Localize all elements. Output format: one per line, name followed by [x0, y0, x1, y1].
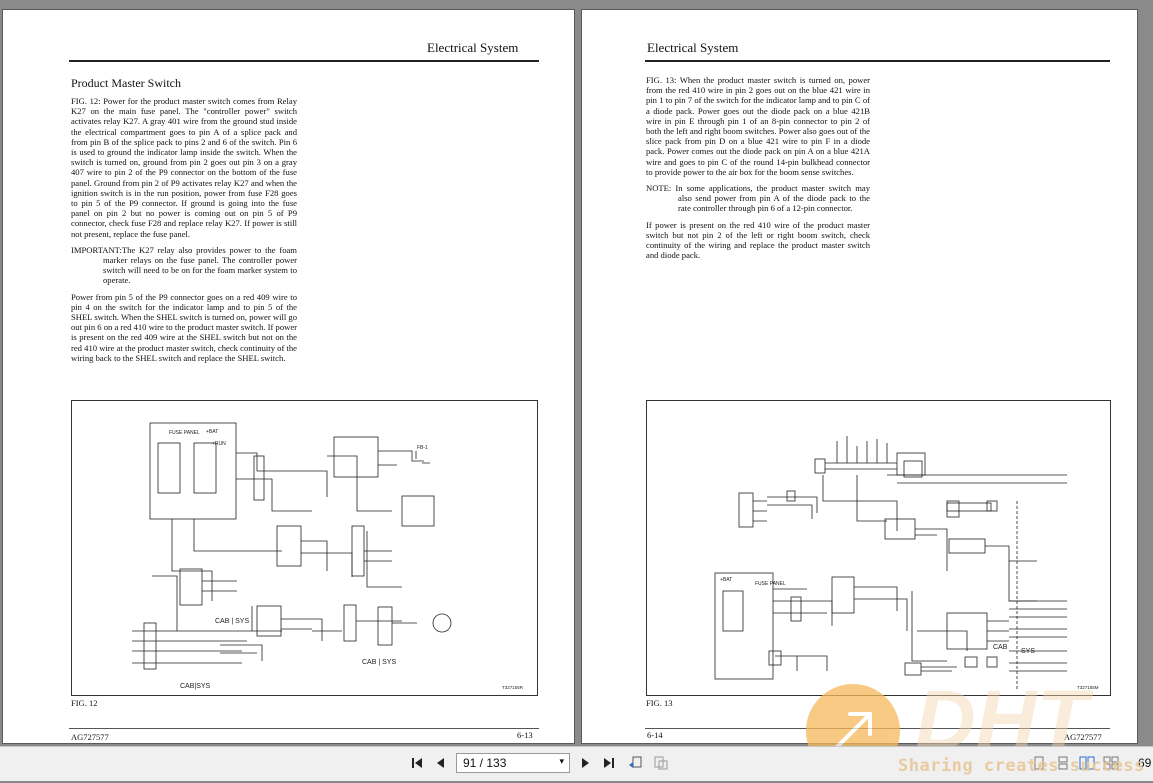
- figure-code: T327155R: [502, 685, 524, 690]
- cab-sys-label: CAB|SYS: [180, 683, 211, 690]
- page-number-value: 91 / 133: [463, 756, 507, 770]
- paragraph: FIG. 13: When the product master switch …: [646, 75, 870, 177]
- go-back-view-button[interactable]: [626, 754, 644, 772]
- fuse-panel-label: FUSE PANEL: [755, 581, 786, 587]
- continuous-view-button[interactable]: [1054, 754, 1072, 772]
- next-page-icon: [582, 758, 589, 768]
- figure-label: FIG. 12: [71, 698, 98, 708]
- run-label: +RUN: [212, 441, 226, 447]
- go-forward-view-button[interactable]: [652, 754, 670, 772]
- continuous-page-icon: [1058, 756, 1068, 770]
- paragraph: FIG. 12: Power for the product master sw…: [71, 96, 297, 239]
- chevron-down-icon: ▾: [559, 756, 564, 766]
- fb1-label: FB-1: [417, 445, 428, 451]
- previous-page-button[interactable]: [432, 754, 450, 772]
- body-text: FIG. 12: Power for the product master sw…: [71, 96, 297, 369]
- important-note: IMPORTANT:The K27 relay also provides po…: [71, 244, 297, 286]
- footer-rule: [69, 728, 539, 729]
- continuous-facing-view-button[interactable]: [1102, 754, 1120, 772]
- first-page-icon: [412, 758, 422, 768]
- section-title: Product Master Switch: [71, 76, 181, 90]
- cab-sys-label: CAB | SYS: [215, 618, 249, 625]
- facing-view-button[interactable]: [1078, 754, 1096, 772]
- last-page-icon: [604, 758, 614, 768]
- previous-page-icon: [437, 758, 444, 768]
- cab-label: CAB: [993, 644, 1008, 651]
- schematic-drawing: FUSE PANEL +BAT +RUN FB-1 CAB | SYS CAB …: [132, 422, 524, 690]
- page-header: Electrical System: [647, 40, 739, 55]
- watermark-text: Sharing creates success: [898, 756, 1145, 776]
- zoom-value[interactable]: 69: [1138, 756, 1152, 770]
- forward-view-icon: [654, 756, 668, 770]
- cab-sys-label: CAB | SYS: [362, 659, 396, 666]
- document-page-left: Electrical System Product Master Switch …: [2, 9, 575, 744]
- figure-label: FIG. 13: [646, 698, 673, 708]
- paragraph: If power is present on the red 410 wire …: [646, 219, 870, 261]
- next-page-button[interactable]: [576, 754, 594, 772]
- single-page-icon: [1034, 756, 1044, 770]
- header-rule: [645, 60, 1110, 62]
- footer-doc-number: AG727577: [1064, 732, 1102, 742]
- footer-doc-number: AG727577: [71, 732, 109, 742]
- first-page-button[interactable]: [408, 754, 426, 772]
- last-page-button[interactable]: [600, 754, 618, 772]
- body-text: FIG. 13: When the product master switch …: [646, 75, 870, 266]
- bat-label: +BAT: [720, 577, 732, 583]
- wiring-diagram-fig13: +BAT FUSE PANEL CAB SYS T327155M: [646, 400, 1111, 696]
- paragraph: Power from pin 5 of the P9 connector goe…: [71, 291, 298, 363]
- wiring-diagram-fig12: FUSE PANEL +BAT +RUN FB-1 CAB | SYS CAB …: [71, 400, 538, 696]
- header-rule: [69, 60, 539, 62]
- page-header: Electrical System: [427, 40, 519, 55]
- arrow-icon: [834, 712, 872, 750]
- fuse-panel-label: FUSE PANEL: [169, 430, 200, 436]
- page-number-select[interactable]: 91 / 133 ▾: [456, 753, 570, 773]
- figure-code: T327155M: [1077, 685, 1099, 690]
- sys-label: SYS: [1021, 648, 1035, 655]
- footer-page-number: 6-13: [517, 730, 533, 740]
- back-view-icon: [629, 756, 642, 768]
- bat-label: +BAT: [206, 429, 218, 435]
- single-page-view-button[interactable]: [1030, 754, 1048, 772]
- schematic-drawing: +BAT FUSE PANEL CAB SYS T327155M: [714, 436, 1099, 691]
- footer-page-number: 6-14: [647, 730, 663, 740]
- note-text: NOTE: In some applications, the product …: [646, 183, 870, 214]
- viewer-toolbar: 91 / 133 ▾ 69: [0, 746, 1153, 781]
- facing-pages-icon: [1079, 756, 1095, 770]
- continuous-facing-icon: [1103, 756, 1119, 770]
- document-page-right: Electrical System FIG. 13: When the prod…: [581, 9, 1138, 744]
